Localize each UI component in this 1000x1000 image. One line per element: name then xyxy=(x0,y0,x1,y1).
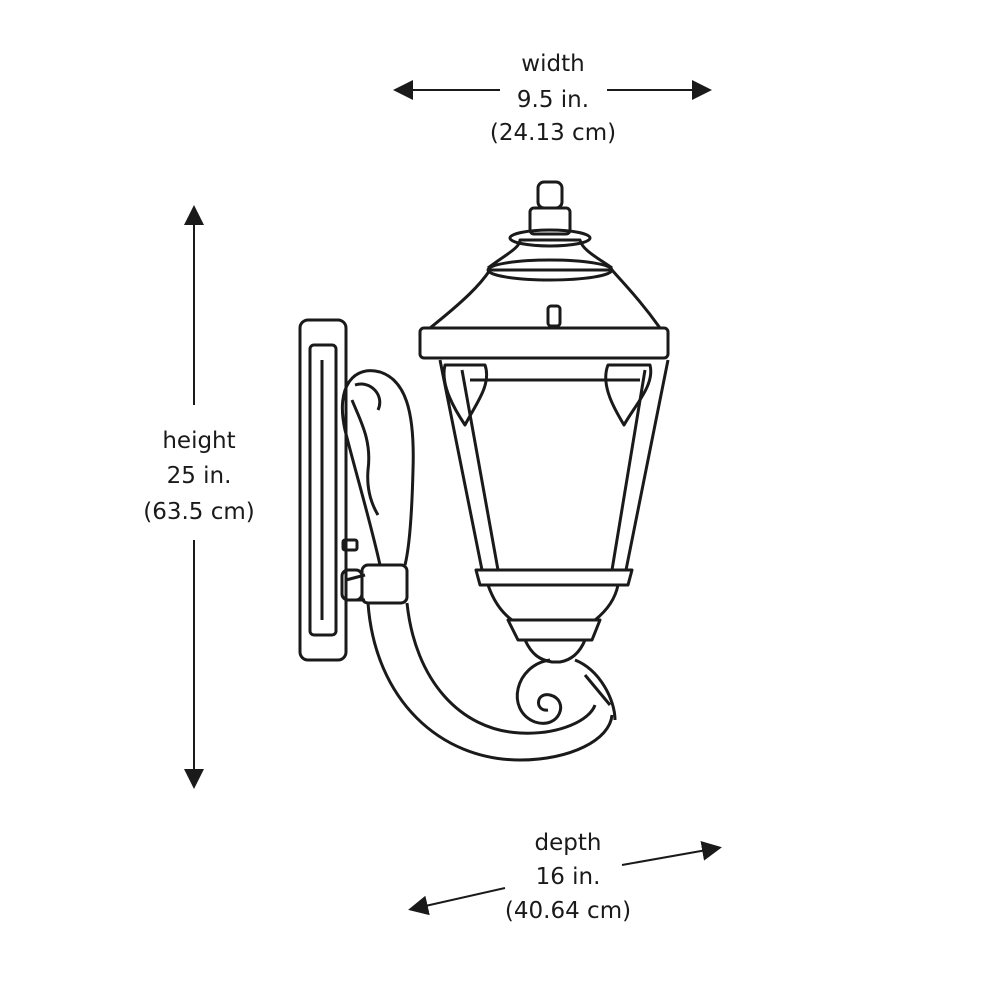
width-metric: (24.13 cm) xyxy=(489,120,617,146)
height-metric: (63.5 cm) xyxy=(143,499,255,525)
depth-imperial: 16 in. xyxy=(535,864,601,890)
height-imperial: 25 in. xyxy=(166,463,232,489)
lantern xyxy=(298,180,670,762)
height-label: height xyxy=(162,428,236,454)
depth-label: depth xyxy=(534,830,602,856)
width-imperial: 9.5 in. xyxy=(516,87,590,113)
depth-arrow-right xyxy=(621,840,722,866)
depth-metric: (40.64 cm) xyxy=(504,898,632,924)
depth-arrow-left xyxy=(408,887,506,916)
width-label: width xyxy=(521,51,585,77)
